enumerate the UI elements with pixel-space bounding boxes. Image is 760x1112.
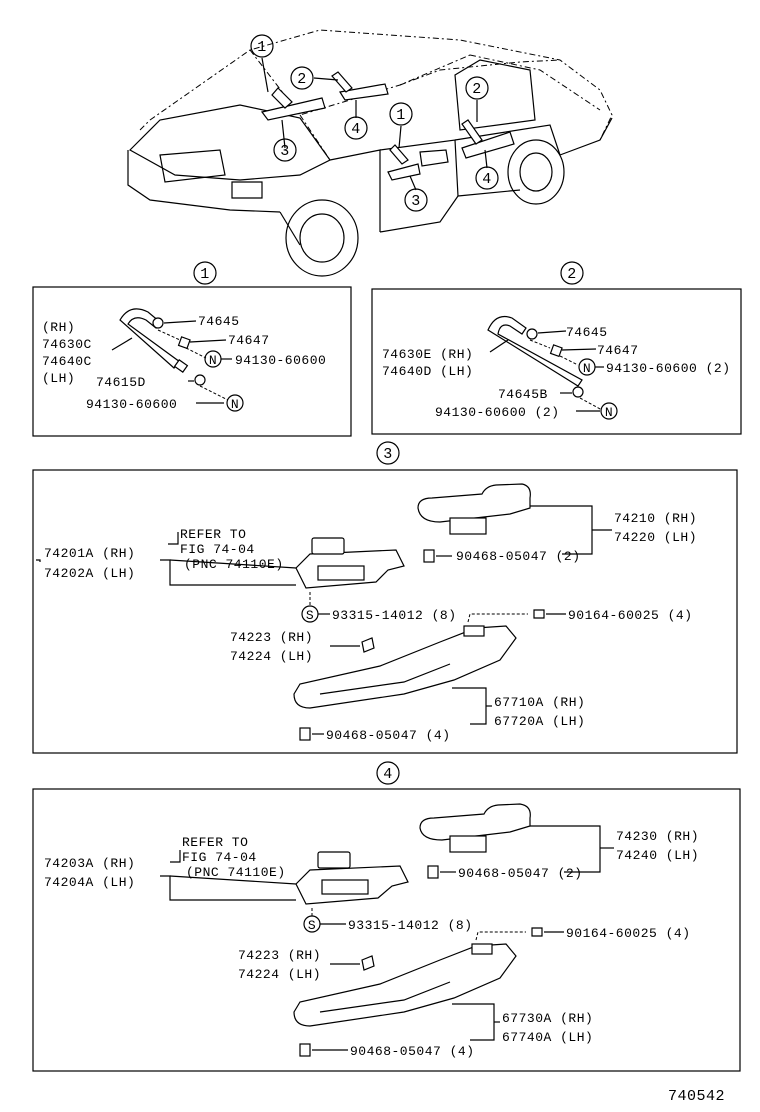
svg-text:3: 3 (411, 193, 421, 210)
part-74230: 74230 (RH) (616, 829, 699, 844)
svg-text:2: 2 (472, 81, 482, 98)
callout-2-front: 2 (290, 66, 314, 90)
section-marker-4: 4 (376, 761, 400, 785)
detail-box-2: N N 74645 74647 74630E (RH) 74640D (LH) … (371, 288, 742, 435)
clip-94130-60600: 94130-60600 (235, 353, 326, 368)
clip-90468-05047-2: 90468-05047 (2) (456, 549, 581, 564)
callout-1-front: 1 (250, 34, 274, 58)
bolt-90164-60025: 90164-60025 (4) (568, 608, 693, 623)
svg-text:S: S (306, 608, 314, 623)
svg-text:4: 4 (482, 171, 492, 188)
part-74645B: 74645B (498, 387, 548, 402)
section-marker-3: 3 (376, 441, 400, 465)
clip-94130-60600-bottom: 94130-60600 (2) (435, 405, 560, 420)
callout-4-rear: 4 (475, 166, 499, 190)
clip-90468-05047-4: 90468-05047 (4) (350, 1044, 475, 1059)
fig-ref: FIG 74-04 (180, 542, 255, 557)
part-74615D: 74615D (96, 375, 146, 390)
detail-box-3: S 74210 (RH) 74220 (LH) REFER TO FIG 74-… (32, 469, 738, 754)
rh-tag: (RH) (42, 320, 75, 335)
part-67730A: 67730A (RH) (502, 1011, 593, 1026)
fig-ref: FIG 74-04 (182, 850, 257, 865)
callout-3-rear: 3 (404, 188, 428, 212)
n-marker: N (600, 402, 618, 420)
car-illustration (127, 29, 613, 277)
part-74647: 74647 (597, 343, 639, 358)
svg-text:3: 3 (383, 446, 393, 463)
part-74240: 74240 (LH) (616, 848, 699, 863)
svg-text:4: 4 (383, 766, 393, 783)
callout-4-front: 4 (344, 116, 368, 140)
part-74224: 74224 (LH) (230, 649, 313, 664)
part-67720A: 67720A (LH) (494, 714, 585, 729)
clip-94130-60600: 94130-60600 (2) (606, 361, 731, 376)
part-74203A: 74203A (RH) (44, 856, 135, 871)
part-74224: 74224 (LH) (238, 967, 321, 982)
svg-text:2: 2 (297, 71, 307, 88)
svg-text:1: 1 (396, 107, 406, 124)
svg-text:1: 1 (257, 39, 267, 56)
callout-1-rear: 1 (389, 102, 413, 126)
pnc-ref: (PNC 74110E) (186, 865, 286, 880)
section-marker-1: 1 (193, 261, 217, 285)
refer-to: REFER TO (182, 835, 248, 850)
svg-text:N: N (209, 353, 217, 368)
part-74204A: 74204A (LH) (44, 875, 135, 890)
screw-93315-14012: 93315-14012 (8) (332, 608, 457, 623)
part-67740A: 67740A (LH) (502, 1030, 593, 1045)
part-74630C: 74630C (42, 337, 92, 352)
svg-text:4: 4 (351, 121, 361, 138)
s-marker: S (303, 915, 321, 933)
clip-90468-05047-2: 90468-05047 (2) (458, 866, 583, 881)
part-74630E: 74630E (RH) (382, 347, 473, 362)
clip-94130-60600-bottom: 94130-60600 (86, 397, 177, 412)
part-74220: 74220 (LH) (614, 530, 697, 545)
part-74645: 74645 (198, 314, 240, 329)
part-74647: 74647 (228, 333, 270, 348)
screw-93315-14012: 93315-14012 (8) (348, 918, 473, 933)
part-74210: 74210 (RH) (614, 511, 697, 526)
refer-to: REFER TO (180, 527, 246, 542)
lh-tag: (LH) (42, 371, 75, 386)
part-74640C: 74640C (42, 354, 92, 369)
part-74202A: 74202A (LH) (44, 566, 135, 581)
figure-number: 740542 (668, 1088, 725, 1105)
part-74223: 74223 (RH) (238, 948, 321, 963)
callout-3-front: 3 (273, 138, 297, 162)
s-marker: S (301, 605, 319, 623)
detail-box-4: S 74230 (RH) 74240 (LH) REFER TO FIG 74-… (32, 788, 741, 1072)
svg-text:1: 1 (200, 266, 210, 283)
part-74640D: 74640D (LH) (382, 364, 473, 379)
svg-text:2: 2 (567, 266, 577, 283)
clip-90468-05047-4: 90468-05047 (4) (326, 728, 451, 743)
bolt-90164-60025: 90164-60025 (4) (566, 926, 691, 941)
svg-text:N: N (583, 361, 591, 376)
n-marker: N (204, 350, 222, 368)
part-74645: 74645 (566, 325, 608, 340)
section-marker-2: 2 (560, 261, 584, 285)
n-marker: N (226, 394, 244, 412)
svg-text:S: S (308, 918, 316, 933)
car-callouts: 1 2 3 4 1 2 3 4 (250, 34, 499, 212)
svg-text:N: N (231, 397, 239, 412)
callout-2-rear: 2 (465, 76, 489, 100)
n-marker: N (578, 358, 596, 376)
part-67710A: 67710A (RH) (494, 695, 585, 710)
part-74201A: 74201A (RH) (44, 546, 135, 561)
pnc-ref: (PNC 74110E) (184, 557, 284, 572)
part-74223: 74223 (RH) (230, 630, 313, 645)
svg-text:N: N (605, 405, 613, 420)
detail-box-1: N N (RH) 74630C 74640C (LH) 74645 74647 … (32, 286, 352, 437)
svg-text:3: 3 (280, 143, 290, 160)
